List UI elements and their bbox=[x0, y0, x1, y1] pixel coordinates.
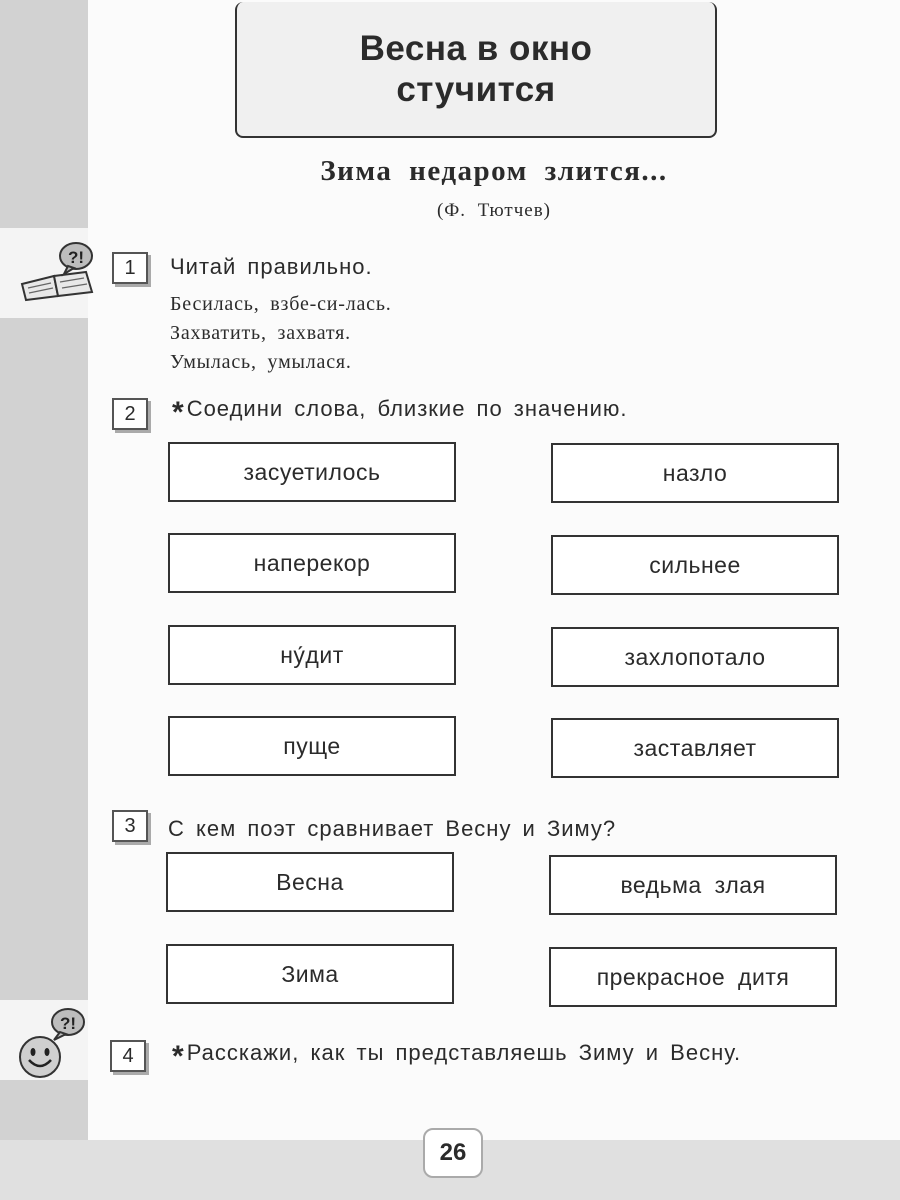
word-card-right[interactable]: захлопотало bbox=[551, 627, 839, 687]
word-card-left[interactable]: Зима bbox=[166, 944, 454, 1004]
word-card-right[interactable]: прекрасное дитя bbox=[549, 947, 837, 1007]
word-card-right[interactable]: заставляет bbox=[551, 718, 839, 778]
title-box: Весна в окно стучится bbox=[235, 2, 717, 138]
reading-line: Захватить, захватя. bbox=[170, 322, 351, 344]
word-card-left[interactable]: ну́дит bbox=[168, 625, 456, 685]
task-2-text: Соедини слова, близкие по значению. bbox=[186, 396, 628, 421]
reading-lines: Бесилась, взбе-си-лась. Захватить, захва… bbox=[170, 290, 392, 377]
poem-title: Зима недаром злится... bbox=[320, 155, 668, 187]
task-1-instruction: Читай правильно. bbox=[170, 254, 373, 279]
word-card-right[interactable]: ведьма злая bbox=[549, 855, 837, 915]
word-card-left[interactable]: Весна bbox=[166, 852, 454, 912]
task-number-1: 1 bbox=[112, 252, 148, 284]
word-card-right[interactable]: назло bbox=[551, 443, 839, 503]
word-card-left[interactable]: засуетилось bbox=[168, 442, 456, 502]
task-2-instruction: *Соедини слова, близкие по значению. bbox=[172, 396, 628, 430]
smiley-question-icon: ?! bbox=[19, 1008, 85, 1078]
svg-text:?!: ?! bbox=[60, 1014, 76, 1033]
star-icon: * bbox=[172, 1040, 185, 1073]
star-icon: * bbox=[172, 396, 185, 429]
poem-author: (Ф. Тютчев) bbox=[436, 200, 552, 221]
page-number: 26 bbox=[423, 1128, 483, 1178]
reading-line: Бесилась, взбе-си-лась. bbox=[170, 293, 392, 315]
page-title: Весна в окно стучится bbox=[359, 28, 593, 109]
task-number-4: 4 bbox=[110, 1040, 146, 1072]
reading-line: Умылась, умылася. bbox=[170, 351, 352, 373]
task-number-3: 3 bbox=[112, 810, 148, 842]
open-book-question-icon: ?! bbox=[20, 242, 94, 302]
word-card-left[interactable]: наперекор bbox=[168, 533, 456, 593]
word-card-right[interactable]: сильнее bbox=[551, 535, 839, 595]
task-number-2: 2 bbox=[112, 398, 148, 430]
word-card-left[interactable]: пуще bbox=[168, 716, 456, 776]
task-4-instruction: *Расскажи, как ты представляешь Зиму и В… bbox=[172, 1040, 741, 1074]
task-3-instruction: С кем поэт сравнивает Весну и Зиму? bbox=[168, 816, 617, 841]
svg-text:?!: ?! bbox=[68, 248, 84, 267]
task-4-text: Расскажи, как ты представляешь Зиму и Ве… bbox=[186, 1040, 742, 1065]
